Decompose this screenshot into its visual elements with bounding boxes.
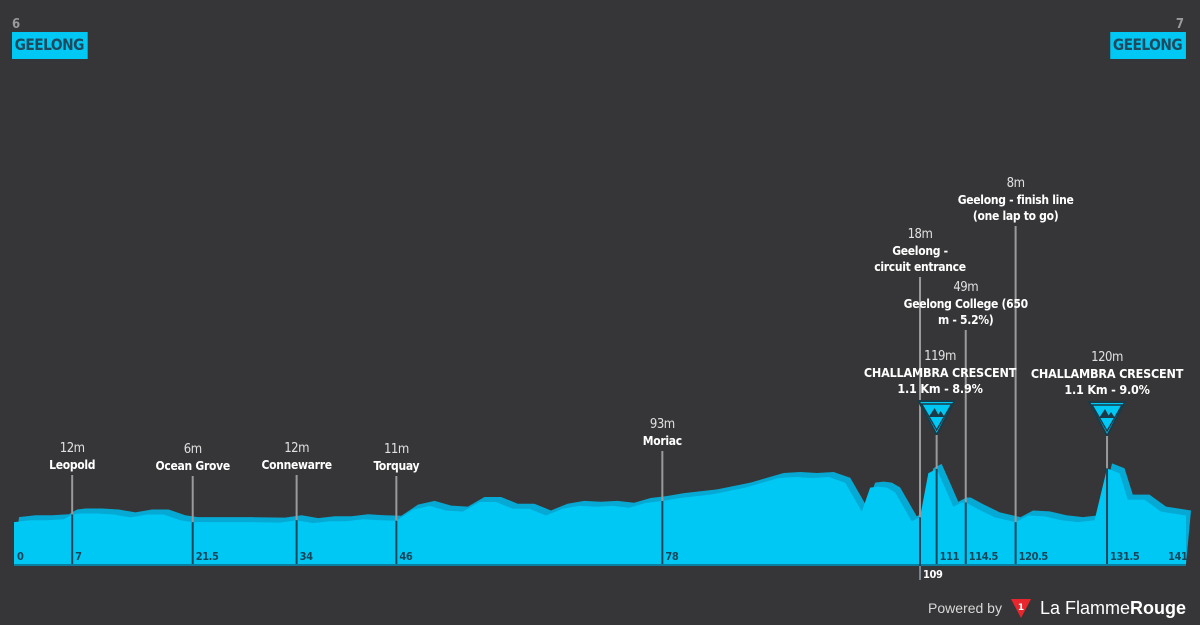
waypoint-altitude: 119m [924, 349, 956, 364]
waypoint-name: CHALLAMBRA CRESCENT [863, 365, 1017, 380]
km-tick-label: 141 [1168, 550, 1188, 563]
svg-text:1: 1 [1018, 603, 1024, 613]
profile-baseline [14, 564, 1186, 566]
km-tick-label: 114.5 [968, 550, 999, 563]
waypoint-name: Geelong - finish line [957, 193, 1074, 207]
waypoint-altitude: 12m [284, 441, 309, 456]
profile-area [14, 468, 1186, 564]
waypoint-altitude: 120m [1091, 350, 1123, 365]
waypoint-name: Leopold [49, 458, 96, 472]
start-location: 6 GEELONG [12, 18, 100, 59]
waypoint-name: (one lap to go) [972, 209, 1059, 223]
finish-city-badge: GEELONG [1110, 32, 1186, 59]
finish-km-label: 7 [1175, 17, 1184, 32]
waypoint-altitude: 6m [183, 442, 202, 457]
waypoint-altitude: 8m [1006, 176, 1025, 191]
waypoint-altitude: 18m [907, 227, 933, 242]
waypoint-name: Connewarre [261, 458, 332, 472]
la-flamme-rouge-logo-icon: 1 [1010, 599, 1031, 618]
km-tick-label: 34 [299, 550, 313, 563]
waypoint-name: 1.1 Km - 8.9% [897, 381, 983, 396]
km-tick-label: 131.5 [1110, 550, 1140, 563]
km-tick-label: 78 [665, 550, 679, 563]
km-tick-label: 109 [923, 568, 943, 581]
start-city-badge: GEELONG [12, 32, 88, 59]
waypoint-altitude: 12m [59, 441, 85, 456]
powered-by-footer[interactable]: Powered by 1 La FlammeRouge [928, 597, 1186, 619]
la-flamme-rouge-brand: La FlammeRouge [1039, 597, 1186, 618]
waypoint-name: Moriac [642, 434, 682, 448]
km-tick-label: 0 [17, 550, 24, 563]
start-km-label: 6 [12, 17, 21, 32]
waypoint-name: 1.1 Km - 9.0% [1064, 382, 1150, 397]
finish-location: 7 GEELONG [1098, 18, 1186, 59]
waypoint-name: Geelong College (650 [903, 297, 1028, 311]
waypoint-altitude: 11m [383, 442, 409, 457]
km-tick-label: 21.5 [195, 550, 219, 563]
km-tick-label: 111 [939, 550, 960, 563]
climb-category-icon [916, 400, 957, 438]
waypoint-altitude: 49m [953, 280, 979, 295]
waypoint-name: Geelong - [892, 244, 948, 258]
waypoint-name: Torquay [373, 459, 420, 473]
km-tick-label: 7 [75, 550, 82, 563]
waypoint-name: CHALLAMBRA CRESCENT [1030, 366, 1184, 381]
waypoint-altitude: 93m [649, 417, 675, 432]
waypoint-name: m - 5.2%) [938, 313, 994, 327]
waypoint-name: Ocean Grove [155, 459, 231, 473]
powered-by-text: Powered by [928, 600, 1002, 616]
km-tick-label: 46 [399, 550, 413, 563]
climb-category-icon [1087, 401, 1127, 439]
km-tick-label: 120.5 [1018, 550, 1049, 563]
waypoint-name: circuit entrance [874, 260, 966, 274]
